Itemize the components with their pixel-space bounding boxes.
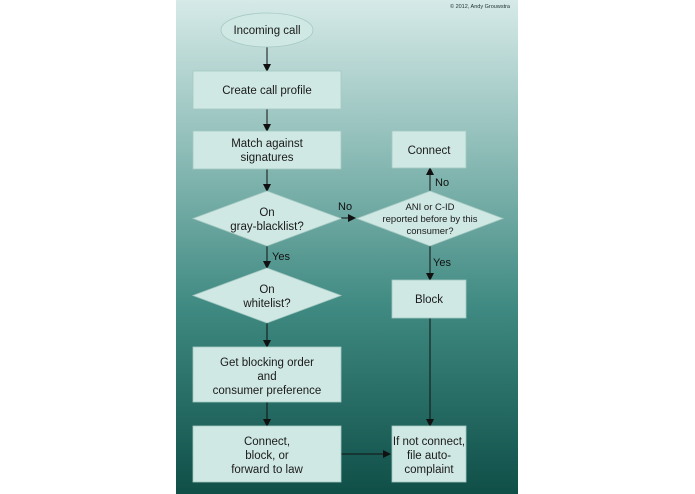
node-text-line: gray-blacklist? bbox=[230, 221, 304, 233]
flowchart-svg: No Yes No Yes Incoming call Create call … bbox=[191, 12, 505, 483]
copyright-notice: © 2012, Andy Grouwstra bbox=[449, 4, 510, 10]
node-connect-text: Connect bbox=[408, 145, 452, 157]
node-get-blocking-order-text: Get blocking order and consumer preferen… bbox=[213, 357, 322, 397]
flowchart-panel: © 2012, Andy Grouwstra No Yes No Yes Inc… bbox=[176, 0, 518, 494]
node-text-line: If not connect, bbox=[393, 436, 465, 448]
node-connect-block-forward bbox=[192, 425, 342, 483]
node-text-line: Create call profile bbox=[222, 85, 311, 97]
node-text-line: On bbox=[259, 284, 274, 296]
node-text-line: Connect bbox=[408, 145, 452, 157]
node-file-complaint bbox=[391, 425, 467, 483]
node-get-blocking-order bbox=[192, 346, 342, 403]
node-create-call-profile-text: Create call profile bbox=[222, 85, 311, 97]
node-incoming-call-text: Incoming call bbox=[233, 25, 300, 37]
node-text-line: complaint bbox=[404, 464, 454, 476]
node-text-line: forward to law bbox=[231, 464, 303, 476]
node-block bbox=[391, 279, 467, 319]
label-no-ani: No bbox=[435, 177, 449, 189]
node-text-line: On bbox=[259, 207, 274, 219]
node-text-line: ANI or C-ID bbox=[405, 202, 454, 213]
node-text-line: Incoming call bbox=[233, 25, 300, 37]
node-text-line: signatures bbox=[240, 152, 293, 164]
node-on-whitelist bbox=[191, 267, 343, 324]
node-text-line: reported before by this bbox=[382, 214, 477, 225]
node-text-line: block, or bbox=[245, 450, 289, 462]
node-text-line: file auto- bbox=[407, 450, 451, 462]
node-text-line: and bbox=[257, 371, 276, 383]
node-text-line: consumer? bbox=[407, 226, 454, 237]
node-text-line: consumer preference bbox=[213, 385, 322, 397]
node-block-text: Block bbox=[415, 294, 443, 306]
node-incoming-call bbox=[220, 12, 314, 48]
node-text-line: Get blocking order bbox=[220, 357, 314, 369]
node-match-signatures-text: Match against signatures bbox=[231, 138, 303, 164]
label-no-graylist: No bbox=[338, 201, 352, 213]
node-match-signatures bbox=[192, 130, 342, 170]
node-on-whitelist-text: On whitelist? bbox=[242, 284, 290, 310]
label-yes-graylist: Yes bbox=[272, 251, 290, 263]
node-text-line: Block bbox=[415, 294, 443, 306]
node-connect-block-forward-text: Connect, block, or forward to law bbox=[231, 436, 303, 476]
node-on-gray-blacklist-text: On gray-blacklist? bbox=[230, 207, 304, 233]
node-text-line: Match against bbox=[231, 138, 303, 150]
node-create-call-profile bbox=[192, 70, 342, 110]
node-on-gray-blacklist bbox=[191, 190, 343, 247]
node-ani-reported bbox=[355, 190, 505, 247]
node-connect bbox=[391, 130, 467, 169]
node-file-complaint-text: If not connect, file auto- complaint bbox=[393, 436, 465, 476]
node-text-line: whitelist? bbox=[242, 298, 290, 310]
label-yes-ani: Yes bbox=[433, 257, 451, 269]
node-text-line: Connect, bbox=[244, 436, 290, 448]
node-ani-reported-text: ANI or C-ID reported before by this cons… bbox=[382, 202, 477, 237]
